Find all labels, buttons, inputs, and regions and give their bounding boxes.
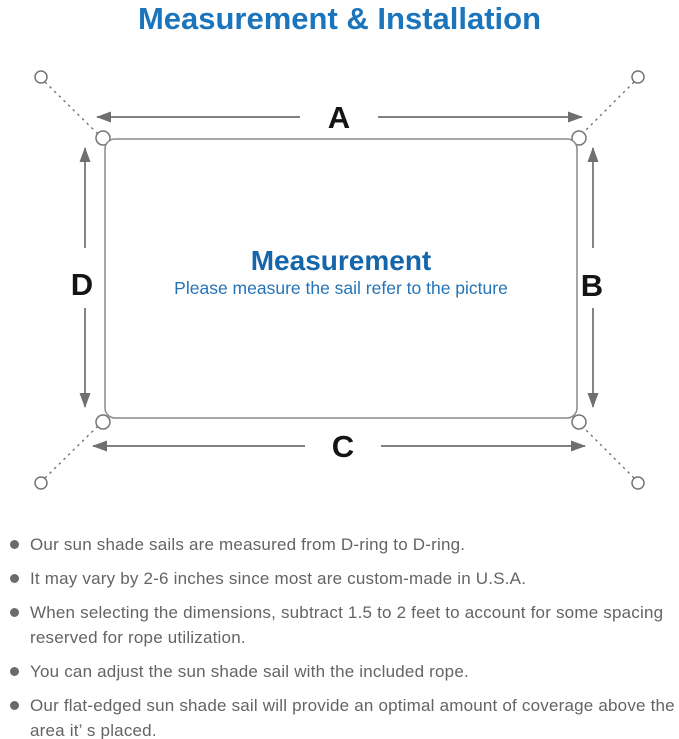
note-text: You can adjust the sun shade sail with t… [30,662,469,681]
anchor-ring-bottom-right [631,476,645,490]
rope-line-bottom-left [44,423,101,479]
rope-line-bottom-right [579,423,635,479]
list-item: You can adjust the sun shade sail with t… [10,659,675,684]
list-item: Our flat-edged sun shade sail will provi… [10,693,675,739]
list-item: It may vary by 2-6 inches since most are… [10,566,675,591]
note-text: It may vary by 2-6 inches since most are… [30,569,527,588]
d-ring-icon-top-right [571,130,587,146]
anchor-ring-top-left [34,70,48,84]
anchor-ring-bottom-left [34,476,48,490]
d-ring-icon-top-left [95,130,111,146]
rope-line-top-right [579,81,635,137]
bullet-icon [10,667,19,676]
bullet-icon [10,701,19,710]
sail-outline [104,138,578,419]
dimension-label-d: D [71,267,93,302]
diagram-center-subtext: Please measure the sail refer to the pic… [174,278,508,298]
page-title: Measurement & Installation [137,1,542,36]
list-item: When selecting the dimensions, subtract … [10,600,675,650]
dimension-label-c: C [332,429,354,464]
rope-line-top-left [44,81,101,137]
d-ring-icon-bottom-left [95,414,111,430]
note-text: Our flat-edged sun shade sail will provi… [30,696,675,739]
d-ring-icon-bottom-right [571,414,587,430]
note-text: Our sun shade sails are measured from D-… [30,535,466,554]
list-item: Our sun shade sails are measured from D-… [10,532,675,557]
dimension-label-a: A [328,100,350,135]
sail-measurement-diagram: A B C D Measurement Please measure the s… [34,70,645,490]
diagram-center-heading: Measurement [251,245,432,276]
dimension-label-b: B [581,268,603,303]
anchor-ring-top-right [631,70,645,84]
bullet-icon [10,608,19,617]
notes-list: Our sun shade sails are measured from D-… [0,522,679,739]
note-text: When selecting the dimensions, subtract … [30,603,664,647]
bullet-icon [10,540,19,549]
bullet-icon [10,574,19,583]
